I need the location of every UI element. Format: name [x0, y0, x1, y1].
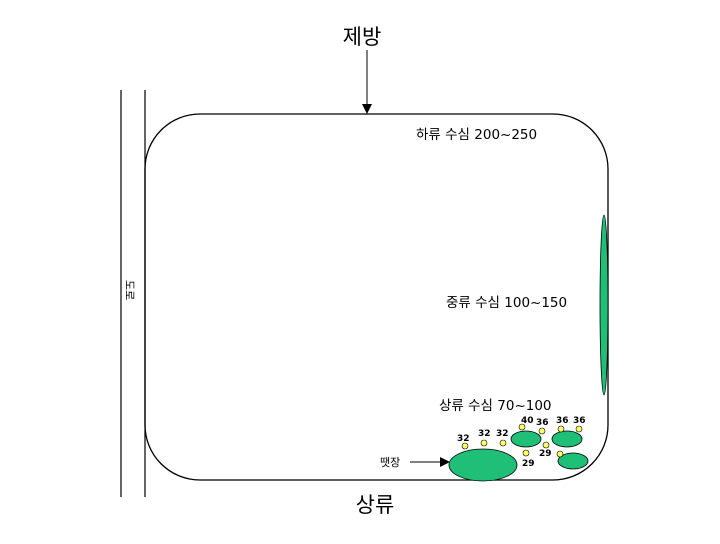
pool-label: 땟장 — [380, 456, 400, 469]
downstream-depth-label: 하류 수심 200~250 — [416, 127, 537, 143]
depth-marker-point — [557, 425, 565, 433]
depth-marker-label: 29 — [522, 459, 535, 469]
midstream-depth-label: 중류 수심 100~150 — [446, 295, 567, 311]
weed-patch — [557, 452, 589, 470]
depth-marker-point — [518, 423, 526, 431]
weed-patch — [551, 430, 583, 448]
depth-marker-point — [522, 449, 530, 457]
upstream-depth-label: 상류 수심 70~100 — [439, 398, 552, 414]
depth-marker-point — [556, 450, 564, 458]
depth-marker-point — [542, 441, 550, 449]
depth-marker-label: 36 — [536, 418, 549, 428]
depth-marker-label: 32 — [478, 429, 491, 439]
depth-marker-point — [480, 439, 488, 447]
embankment-label: 제방 — [343, 25, 382, 49]
depth-marker-label: 36 — [556, 416, 569, 426]
depth-marker-label: 36 — [573, 416, 586, 426]
weed-patch — [510, 430, 542, 448]
depth-markers: 32 32 32 40 36 36 36 29 29 — [457, 416, 586, 469]
depth-marker-point — [538, 427, 546, 435]
depth-marker-point — [499, 439, 507, 447]
road-label: 도로 — [123, 280, 136, 300]
depth-marker-label: 40 — [521, 416, 534, 426]
depth-marker-label: 32 — [457, 434, 470, 444]
depth-marker-label: 29 — [539, 449, 552, 459]
depth-marker-label: 32 — [496, 429, 509, 439]
weed-patch-pool — [448, 448, 518, 482]
upstream-label: 상류 — [356, 493, 395, 517]
depth-marker-point — [461, 442, 469, 450]
weed-bed-right — [599, 214, 609, 396]
depth-marker-point — [575, 425, 583, 433]
